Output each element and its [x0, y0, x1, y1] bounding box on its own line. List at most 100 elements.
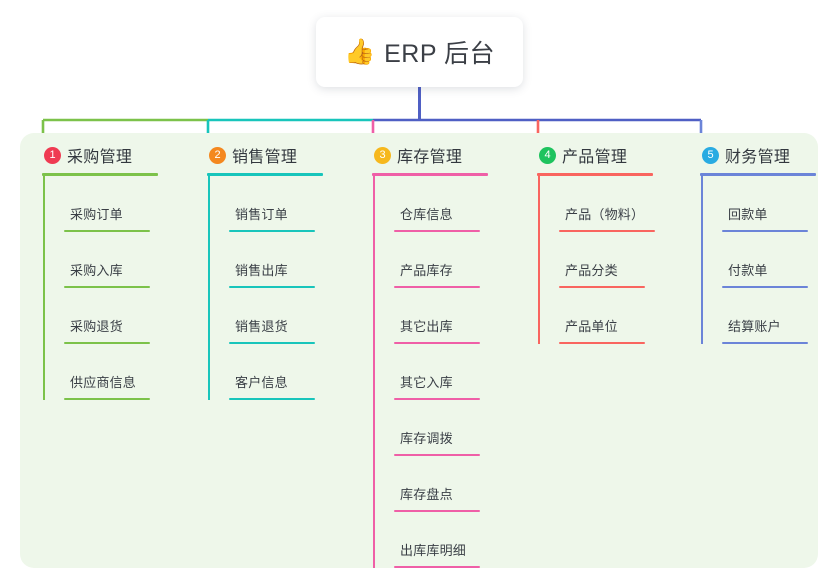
branch-item-label: 产品分类 [565, 263, 618, 278]
branch-item-list: 产品（物料） 产品分类产品单位 [537, 176, 697, 344]
branch-item-label: 采购退货 [70, 319, 123, 334]
branch-title: 销售管理 [232, 149, 298, 166]
branch-badge-icon: 4 [539, 146, 556, 164]
branch-item-label: 产品单位 [565, 319, 618, 334]
branch-item-label: 采购订单 [70, 207, 123, 222]
branch-header-1[interactable]: 1 采购管理 [42, 143, 202, 167]
branch-item-underline [229, 286, 315, 288]
branch-item-label: 供应商信息 [70, 375, 137, 390]
branch-item-label: 库存盘点 [400, 487, 453, 502]
branch-item[interactable]: 销售出库 [229, 232, 367, 288]
branch-item-label: 结算账户 [728, 319, 781, 334]
branch-item-label: 销售退货 [235, 319, 288, 334]
branch-item[interactable]: 产品库存 [394, 232, 532, 288]
branch-item-underline [559, 230, 655, 232]
branch-spine [701, 176, 703, 344]
branch-title: 财务管理 [725, 149, 791, 166]
branch-item-list: 销售订单销售出库销售退货客户信息 [207, 176, 367, 400]
branch-item[interactable]: 其它出库 [394, 288, 532, 344]
branch-item-underline [394, 510, 480, 512]
branches-panel: 1 采购管理采购订单采购入库采购退货供应商信息 2 销售管理销售订单销售出库销售退货客… [20, 133, 818, 568]
branch-item[interactable]: 供应商信息 [64, 344, 202, 400]
branch-item[interactable]: 仓库信息 [394, 176, 532, 232]
branch-column-1: 1 采购管理采购订单采购入库采购退货供应商信息 [42, 143, 202, 400]
branch-item-underline [559, 342, 645, 344]
branch-title: 产品管理 [562, 149, 628, 166]
root-title: ERP 后台 [384, 40, 496, 68]
branch-header-underline [537, 173, 653, 176]
branch-title: 采购管理 [67, 149, 133, 166]
branch-item-label: 付款单 [728, 263, 768, 278]
branch-header-underline [700, 173, 816, 176]
branch-item-label: 销售出库 [235, 263, 288, 278]
branch-item-underline [722, 286, 808, 288]
branch-spine [43, 176, 45, 400]
branch-item-underline [64, 230, 150, 232]
branch-item-label: 其它出库 [400, 319, 453, 334]
branch-item[interactable]: 出库库明细 [394, 512, 532, 568]
branch-header-underline [372, 173, 488, 176]
branch-item-underline [394, 566, 480, 568]
branch-item-underline [394, 398, 480, 400]
branch-item-underline [64, 398, 150, 400]
branch-item[interactable]: 其它入库 [394, 344, 532, 400]
branch-item-underline [394, 230, 480, 232]
branch-item-underline [722, 230, 808, 232]
branch-item-underline [64, 286, 150, 288]
branch-item[interactable]: 库存盘点 [394, 456, 532, 512]
branch-item[interactable]: 采购退货 [64, 288, 202, 344]
branch-column-5: 5 财务管理回款单付款单结算账户 [700, 143, 839, 344]
branch-item-underline [559, 286, 645, 288]
branch-item-label: 客户信息 [235, 375, 288, 390]
branch-item[interactable]: 采购订单 [64, 176, 202, 232]
branch-column-4: 4 产品管理产品（物料） 产品分类产品单位 [537, 143, 697, 344]
branch-item-underline [64, 342, 150, 344]
branch-item-underline [394, 342, 480, 344]
branch-column-3: 3 库存管理仓库信息产品库存其它出库其它入库库存调拨库存盘点出库库明细 [372, 143, 532, 568]
branch-header-3[interactable]: 3 库存管理 [372, 143, 532, 167]
branch-item-label: 仓库信息 [400, 207, 453, 222]
branch-title: 库存管理 [397, 149, 463, 166]
branch-item[interactable]: 产品（物料） [559, 176, 697, 232]
branch-item[interactable]: 产品分类 [559, 232, 697, 288]
branch-item-list: 采购订单采购入库采购退货供应商信息 [42, 176, 202, 400]
branch-item[interactable]: 库存调拨 [394, 400, 532, 456]
branch-header-underline [42, 173, 158, 176]
branch-item-label: 产品库存 [400, 263, 453, 278]
branch-column-2: 2 销售管理销售订单销售出库销售退货客户信息 [207, 143, 367, 400]
branch-item[interactable]: 结算账户 [722, 288, 839, 344]
branch-badge-icon: 3 [374, 146, 391, 164]
branch-item-list: 仓库信息产品库存其它出库其它入库库存调拨库存盘点出库库明细 [372, 176, 532, 568]
branch-item[interactable]: 付款单 [722, 232, 839, 288]
branch-header-4[interactable]: 4 产品管理 [537, 143, 697, 167]
branch-spine [208, 176, 210, 400]
branch-header-5[interactable]: 5 财务管理 [700, 143, 839, 167]
branch-item-underline [722, 342, 808, 344]
branch-item-list: 回款单付款单结算账户 [700, 176, 839, 344]
branch-item-underline [394, 286, 480, 288]
branch-header-underline [207, 173, 323, 176]
branch-item-label: 库存调拨 [400, 431, 453, 446]
branch-item[interactable]: 采购入库 [64, 232, 202, 288]
root-node[interactable]: 👍 ERP 后台 [316, 17, 523, 87]
branch-badge-icon: 2 [209, 146, 226, 164]
branch-badge-icon: 5 [702, 146, 719, 164]
branch-header-2[interactable]: 2 销售管理 [207, 143, 367, 167]
branch-badge-icon: 1 [44, 146, 61, 164]
branch-item-label: 回款单 [728, 207, 768, 222]
branch-item-underline [229, 230, 315, 232]
branch-item-underline [229, 342, 315, 344]
branch-item-label: 出库库明细 [400, 543, 467, 558]
branch-item[interactable]: 回款单 [722, 176, 839, 232]
thumbs-up-icon: 👍 [343, 37, 376, 66]
branch-item[interactable]: 客户信息 [229, 344, 367, 400]
branch-spine [538, 176, 540, 344]
branch-item-label: 产品（物料） [565, 207, 645, 222]
branch-item[interactable]: 产品单位 [559, 288, 697, 344]
branch-item-underline [394, 454, 480, 456]
branch-item[interactable]: 销售退货 [229, 288, 367, 344]
branch-item[interactable]: 销售订单 [229, 176, 367, 232]
branch-spine [373, 176, 375, 568]
branch-item-label: 采购入库 [70, 263, 123, 278]
